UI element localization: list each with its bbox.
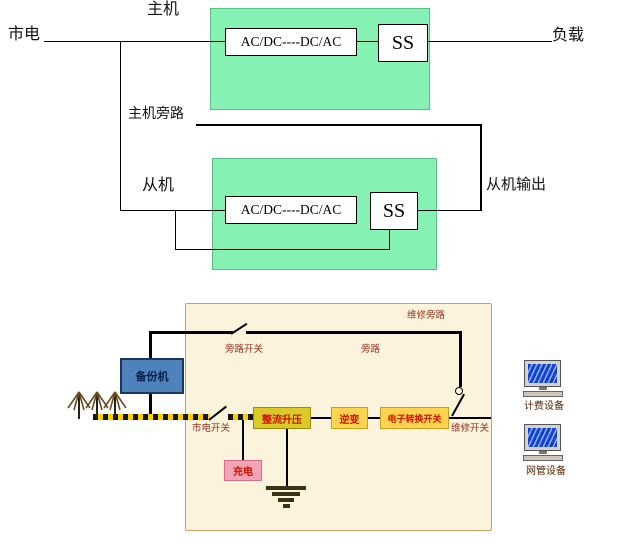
slave-bypass-rise-line bbox=[388, 230, 390, 250]
slave-bypass-drop-line bbox=[174, 210, 176, 250]
bypass-contact-circle-icon bbox=[455, 387, 463, 395]
bypass-label: 旁路 bbox=[361, 344, 381, 355]
battery-pole-icon bbox=[103, 391, 127, 419]
battery-bus-line bbox=[93, 414, 210, 420]
charger-drop-line bbox=[242, 420, 244, 460]
slave-converter-box: AC/DC----DC/AC bbox=[225, 196, 357, 224]
charger-box: 充电 bbox=[224, 460, 262, 481]
network-computer-icon bbox=[522, 422, 566, 464]
slave-output-line bbox=[418, 209, 481, 211]
billing-equipment-label: 计费设备 bbox=[524, 401, 564, 412]
bypass-output-riser-line bbox=[480, 124, 482, 211]
ground-drop-line bbox=[286, 429, 288, 487]
bypass-down-line bbox=[459, 331, 462, 387]
master-bypass-line bbox=[196, 124, 481, 126]
load-label: 负载 bbox=[552, 27, 585, 44]
slave-input-line bbox=[120, 209, 225, 211]
master-converter-ss-line bbox=[357, 40, 378, 42]
slave-static-switch-box: SS bbox=[370, 192, 418, 230]
backup-riser-line bbox=[148, 331, 152, 358]
network-equipment-label: 网管设备 bbox=[526, 466, 566, 477]
battery-pole-icon bbox=[67, 391, 91, 419]
slave-bypass-line bbox=[174, 248, 390, 250]
backup-drop-line bbox=[149, 394, 152, 416]
mains-input-line bbox=[44, 40, 225, 42]
output-line bbox=[449, 417, 491, 419]
master-label: 主机 bbox=[147, 1, 180, 18]
maintenance-bypass-label: 维修旁路 bbox=[407, 310, 446, 321]
rectifier-boost-box: 整流升压 bbox=[253, 407, 311, 429]
bypass-switch-label: 旁路开关 bbox=[225, 344, 264, 355]
ground-icon bbox=[266, 486, 306, 490]
master-output-line bbox=[428, 40, 552, 42]
inverter-transfer-line bbox=[368, 417, 380, 419]
billing-computer-icon bbox=[522, 358, 566, 400]
ground-icon bbox=[283, 504, 290, 508]
bypass-top-line-right bbox=[246, 331, 461, 334]
master-converter-box: AC/DC----DC/AC bbox=[225, 28, 357, 56]
slave-output-label: 从机输出 bbox=[486, 177, 547, 193]
battery-pole-icon bbox=[85, 391, 109, 419]
inverter-box: 逆变 bbox=[331, 407, 368, 429]
backup-unit-box: 备份机 bbox=[120, 358, 184, 394]
mains-branch-line bbox=[119, 40, 121, 211]
mains-switch-label: 市电开关 bbox=[192, 423, 231, 434]
slave-label: 从机 bbox=[142, 177, 175, 194]
ground-icon bbox=[278, 498, 294, 502]
bypass-top-line-left bbox=[148, 331, 233, 334]
master-static-switch-box: SS bbox=[378, 24, 428, 62]
mains-label: 市电 bbox=[8, 26, 41, 43]
ground-icon bbox=[272, 492, 300, 496]
mains-bus-line bbox=[228, 414, 253, 420]
master-bypass-label: 主机旁路 bbox=[128, 107, 184, 122]
transfer-switch-box: 电子转换开关 bbox=[380, 407, 449, 429]
maintenance-switch-label: 维修开关 bbox=[451, 423, 490, 434]
rectifier-inverter-line bbox=[311, 417, 331, 419]
